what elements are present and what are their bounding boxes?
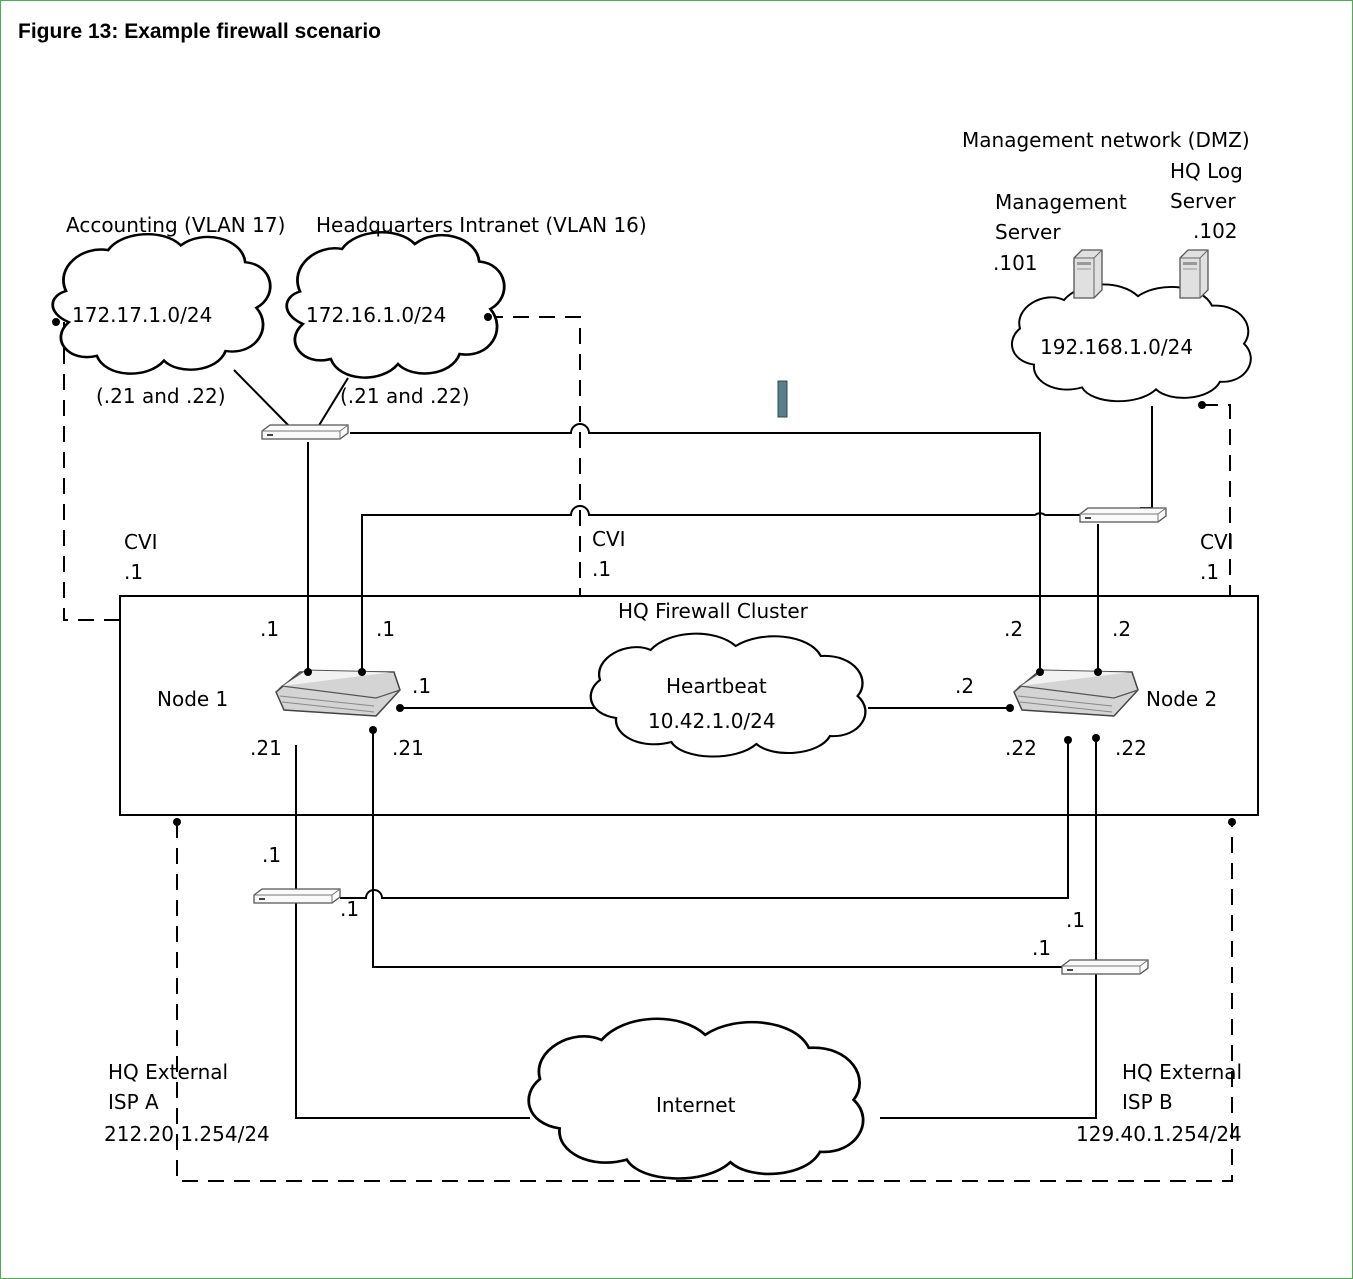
accounting-label: Accounting (VLAN 17) (66, 213, 285, 237)
firewall-cluster-box (119, 595, 1259, 816)
node2-firewall-icon (1013, 669, 1139, 717)
cvi-right-dashed-link (1202, 404, 1231, 596)
vlan-switch-icon (261, 424, 349, 440)
mgmt-network-label: Management network (DMZ) (962, 128, 1250, 152)
node1-label: Node 1 (157, 687, 228, 711)
node2-heartbeat-ip: .2 (955, 674, 974, 698)
ispa-switch-ip-1: .1 (262, 843, 281, 867)
ispa-switch-ip-2: .1 (340, 897, 359, 921)
accounting-hosts: (.21 and .22) (96, 384, 226, 408)
dmz-network: 192.168.1.0/24 (1040, 335, 1193, 359)
ispa-switch-icon (253, 888, 341, 904)
ispb-switch-to-internet-link (880, 740, 1097, 1119)
cluster-label: HQ Firewall Cluster (618, 599, 809, 623)
cvi-mid-dashed-link (487, 316, 581, 596)
internet-label: Internet (656, 1093, 736, 1117)
ext-a-label-2: ISP A (108, 1090, 159, 1114)
log-server-ip: .102 (1193, 219, 1238, 243)
dmz-switch-to-node1-link (361, 505, 1082, 672)
node1-ip-b: .1 (376, 617, 395, 641)
isp-dashed-link (176, 822, 1233, 1182)
ext-b-label-2: ISP B (1122, 1090, 1173, 1114)
log-server-label-1: HQ Log (1170, 159, 1243, 183)
accounting-to-switch-link (233, 369, 291, 428)
node1-heartbeat-ip: .1 (412, 674, 431, 698)
heartbeat-network: 10.42.1.0/24 (648, 709, 776, 733)
ext-a-label-1: HQ External (108, 1060, 228, 1084)
node1-ip-a: .1 (260, 617, 279, 641)
node2-ip-b: .2 (1112, 617, 1131, 641)
ext-b-label-1: HQ External (1122, 1060, 1242, 1084)
intranet-to-switch-link (317, 377, 349, 428)
connection-dots (52, 313, 1236, 826)
ispb-switch-icon (1061, 959, 1149, 975)
heartbeat-label: Heartbeat (666, 674, 767, 698)
node2-to-ispa-switch-link (340, 740, 1069, 899)
ext-a-network: 212.20.1.254/24 (104, 1122, 270, 1146)
node2-ext-ip-a: .22 (1005, 736, 1037, 760)
text-cursor-marker (777, 380, 788, 418)
intranet-label: Headquarters Intranet (VLAN 16) (316, 213, 647, 237)
ispa-switch-to-internet-link (295, 745, 530, 1119)
ispb-switch-ip-2: .1 (1032, 936, 1051, 960)
figure-title: Figure 13: Example firewall scenario (18, 20, 381, 43)
node2-ext-ip-b: .22 (1115, 736, 1147, 760)
ext-b-network: 129.40.1.254/24 (1076, 1122, 1242, 1146)
mgmt-server-label-1: Management (995, 190, 1127, 214)
cvi-mid-label: CVI (592, 527, 626, 551)
dmz-switch-icon (1079, 507, 1167, 523)
node1-to-ispb-switch-link (372, 730, 1064, 968)
cvi-left-ip: .1 (124, 560, 143, 584)
cvi-right-label: CVI (1200, 530, 1234, 554)
cvi-right-ip: .1 (1200, 560, 1219, 584)
log-server-label-2: Server (1170, 189, 1236, 213)
log-server-icon (1179, 249, 1209, 299)
accounting-network: 172.17.1.0/24 (72, 303, 212, 327)
ispb-switch-ip-1: .1 (1066, 908, 1085, 932)
mgmt-server-label-2: Server (995, 220, 1061, 244)
cvi-mid-ip: .1 (592, 557, 611, 581)
cvi-left-dashed-link (63, 322, 120, 621)
management-server-icon (1073, 249, 1103, 299)
node2-ip-a: .2 (1004, 617, 1023, 641)
node2-label: Node 2 (1146, 687, 1217, 711)
node1-ext-ip-a: .21 (250, 736, 282, 760)
node1-ext-ip-b: .21 (392, 736, 424, 760)
intranet-network: 172.16.1.0/24 (306, 303, 446, 327)
vlan-switch-to-node2-link (350, 423, 1041, 672)
dmz-cloud-to-switch-link (1140, 406, 1153, 509)
intranet-hosts: (.21 and .22) (340, 384, 470, 408)
node1-firewall-icon (275, 669, 401, 717)
cvi-left-label: CVI (124, 530, 158, 554)
mgmt-server-ip: .101 (993, 251, 1038, 275)
